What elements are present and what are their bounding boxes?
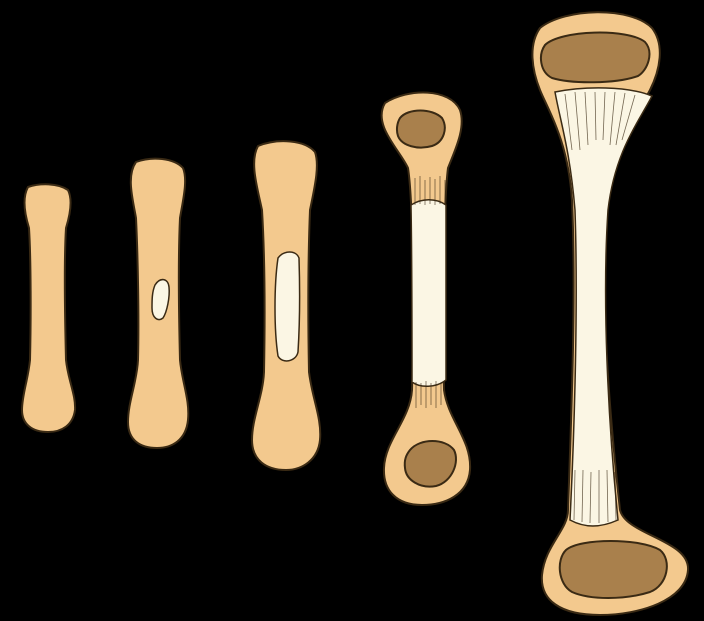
stage-5-lower-epiphysis: [560, 541, 667, 598]
stage-4-upper-ossification-center: [397, 111, 445, 148]
stage-4-lower-ossification-center: [405, 441, 456, 487]
stage-3-bone-shaft: [275, 252, 300, 361]
stage-4-bone-shaft: [411, 200, 446, 387]
stage-5-upper-epiphysis: [541, 33, 649, 83]
